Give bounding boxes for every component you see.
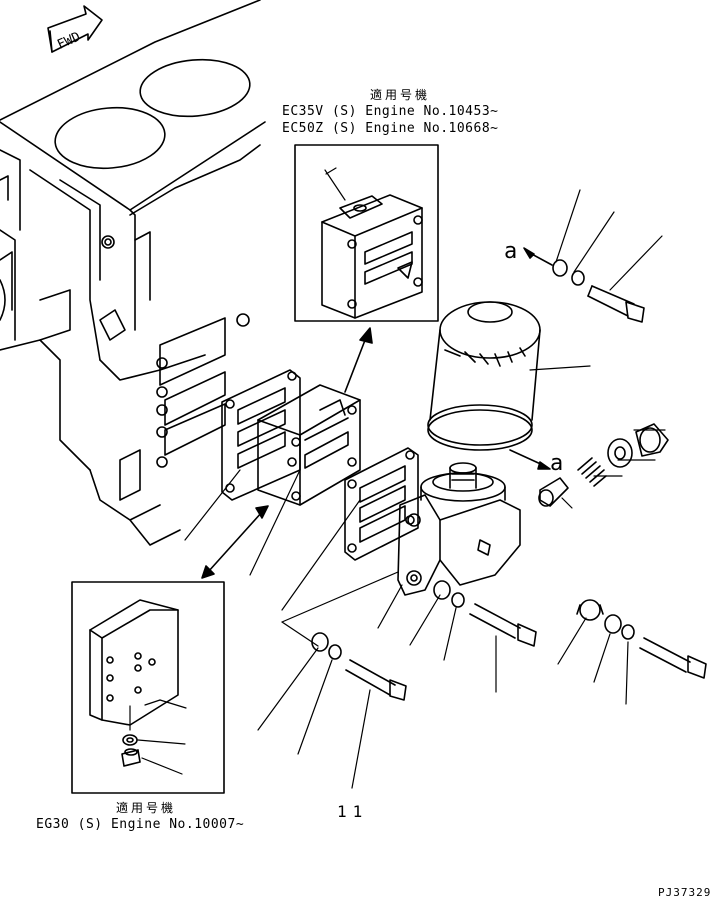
bottom-inset-heading: 適用号機 (116, 801, 177, 815)
callout-a-mid-text: a (550, 451, 563, 476)
bolt-set-right (604, 614, 707, 679)
double-arrow-left (201, 505, 269, 579)
leader-lines (184, 167, 666, 789)
spacer-collar (576, 599, 604, 621)
bottom-inset-washer (122, 734, 138, 746)
callout-a-top-text: a (504, 239, 517, 264)
relief-spring (577, 457, 607, 487)
engine-block (0, 0, 266, 546)
top-inset-heading: 適用号機 (370, 88, 431, 102)
bolt-set-top (552, 259, 645, 323)
top-inset-line-1: EC35V (S) Engine No.10453~ (282, 104, 499, 119)
callout-arrow-a-top: a (504, 239, 553, 266)
bolt-set-middle (433, 580, 537, 647)
gasket-left (221, 369, 301, 501)
bottom-inset-line: EG30 (S) Engine No.10007~ (36, 817, 245, 832)
relief-valve (538, 477, 569, 507)
filter-head (397, 462, 521, 596)
callout-arrow-a-mid: a (509, 449, 563, 476)
bottom-inset-plate (89, 599, 179, 726)
bottom-inset (71, 581, 225, 794)
gasket-right (344, 447, 419, 561)
top-inset-line-2: EC50Z (S) Engine No.10668~ (282, 121, 499, 136)
arrow-to-top-inset (344, 327, 373, 393)
group-label: 11 (337, 802, 369, 821)
top-inset-cover (321, 169, 423, 319)
bolt-set-left (311, 632, 407, 701)
oil-cooler-cover (257, 384, 361, 506)
drawing-code: PJ37329 (658, 886, 712, 899)
top-inset (294, 144, 439, 322)
oil-filter (427, 301, 541, 451)
bottom-inset-nut (121, 748, 141, 767)
fwd-text: FWD (55, 30, 83, 53)
relief-plug (607, 423, 669, 468)
fwd-arrow: FWD (47, 5, 103, 53)
